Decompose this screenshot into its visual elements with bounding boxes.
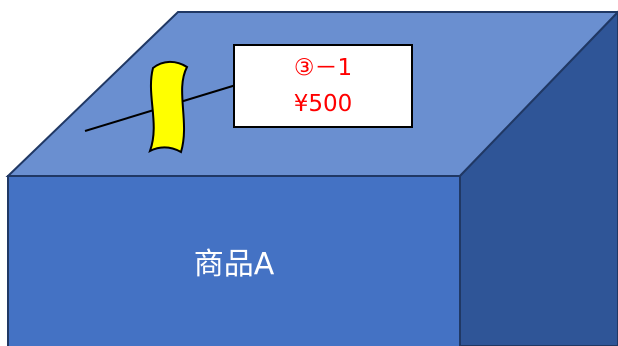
price-tag: ③－1 ¥500 — [233, 44, 413, 128]
box-front-face — [7, 175, 461, 346]
price-tag-price: ¥500 — [293, 91, 353, 117]
ribbon-icon — [148, 60, 189, 154]
price-tag-code: ③－1 — [293, 55, 353, 81]
